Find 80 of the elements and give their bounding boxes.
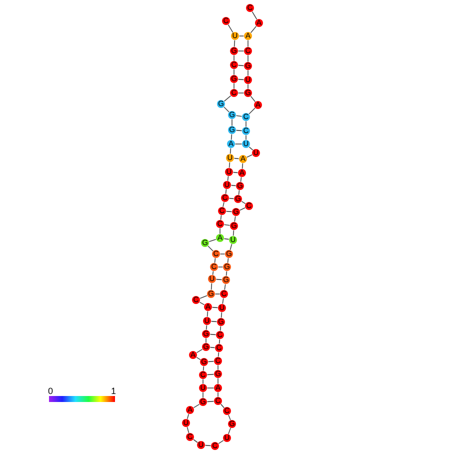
backbone-line [248, 146, 254, 150]
backbone-line [228, 24, 234, 33]
backbone-line [199, 302, 205, 306]
backbone-line [234, 40, 236, 48]
base-pair-line [228, 198, 234, 200]
backbone-line [228, 414, 231, 420]
backbone-line [206, 310, 208, 318]
backbone-line [186, 414, 190, 420]
backbone-line [220, 312, 222, 318]
backbone-line [202, 378, 204, 384]
base-pair-line [224, 224, 230, 226]
base-pair-line [234, 158, 240, 160]
backbone-line [232, 230, 234, 236]
base-pair-line [238, 78, 244, 80]
base-pair-line [212, 306, 218, 308]
backbone-line [202, 366, 204, 372]
backbone-line [206, 324, 208, 330]
base-pair-line [238, 64, 244, 66]
backbone-line [252, 11, 258, 20]
base-pair-line [236, 130, 242, 132]
backbone-line [248, 108, 256, 114]
backbone-line [193, 439, 198, 443]
backbone-line [224, 95, 232, 102]
backbone-line [222, 298, 224, 304]
base-pair-line [236, 115, 242, 117]
backbone-line [230, 148, 232, 154]
base-pair-line [232, 172, 238, 174]
base-pair-line [238, 50, 244, 52]
backbone-line [224, 284, 226, 290]
backbone-line [218, 352, 220, 358]
base-pair-line [216, 278, 222, 280]
base-pair-line [210, 334, 216, 336]
base-pair-line [206, 400, 214, 402]
backbone-line [212, 270, 214, 276]
backbone-line [193, 404, 200, 408]
backbone-line [228, 162, 230, 168]
backbone-line [227, 176, 229, 182]
base-pair-line [210, 346, 216, 348]
backbone-line [202, 392, 204, 398]
backbone-line [196, 356, 201, 360]
backbone-line [208, 246, 214, 252]
backbone-line [196, 348, 203, 354]
backbone-line [186, 426, 190, 434]
backbone-line [208, 239, 216, 242]
base-pair-line [210, 320, 218, 322]
backbone-line [218, 440, 224, 444]
backbone-line [241, 200, 246, 204]
backbone-line [204, 444, 212, 446]
backbone-line [250, 96, 256, 102]
backbone-line [224, 106, 230, 112]
backbone-line [225, 188, 227, 194]
backbone-line [230, 244, 232, 250]
backbone-line [238, 190, 240, 196]
backbone-line [214, 258, 216, 264]
base-pair-line [206, 374, 214, 376]
backbone-line [200, 295, 208, 299]
scale-tick-label: 0 [48, 386, 54, 396]
backbone-line [218, 338, 220, 344]
base-pair-line [208, 360, 214, 362]
backbone-line [220, 404, 224, 408]
backbone-line [240, 176, 242, 182]
backbone-line [227, 258, 229, 264]
base-pair-line [226, 210, 232, 212]
backbone-line [220, 214, 222, 220]
backbone-line [226, 270, 228, 276]
base-pair-line [238, 92, 244, 94]
backbone-line [240, 207, 246, 211]
backbone-line [222, 202, 224, 208]
backbone-line [220, 326, 222, 332]
base-pair-line [224, 238, 230, 240]
backbone-line [230, 134, 232, 140]
scale-tick-label: 1 [110, 386, 116, 396]
base-pair-line [230, 184, 236, 186]
backbone-line [234, 216, 236, 222]
backbone-line [228, 428, 231, 434]
backbone-line [246, 154, 252, 158]
backbone-line [242, 162, 244, 170]
base-pair-line [218, 266, 224, 268]
backbone-line [210, 282, 212, 290]
backbone-line [250, 26, 257, 34]
